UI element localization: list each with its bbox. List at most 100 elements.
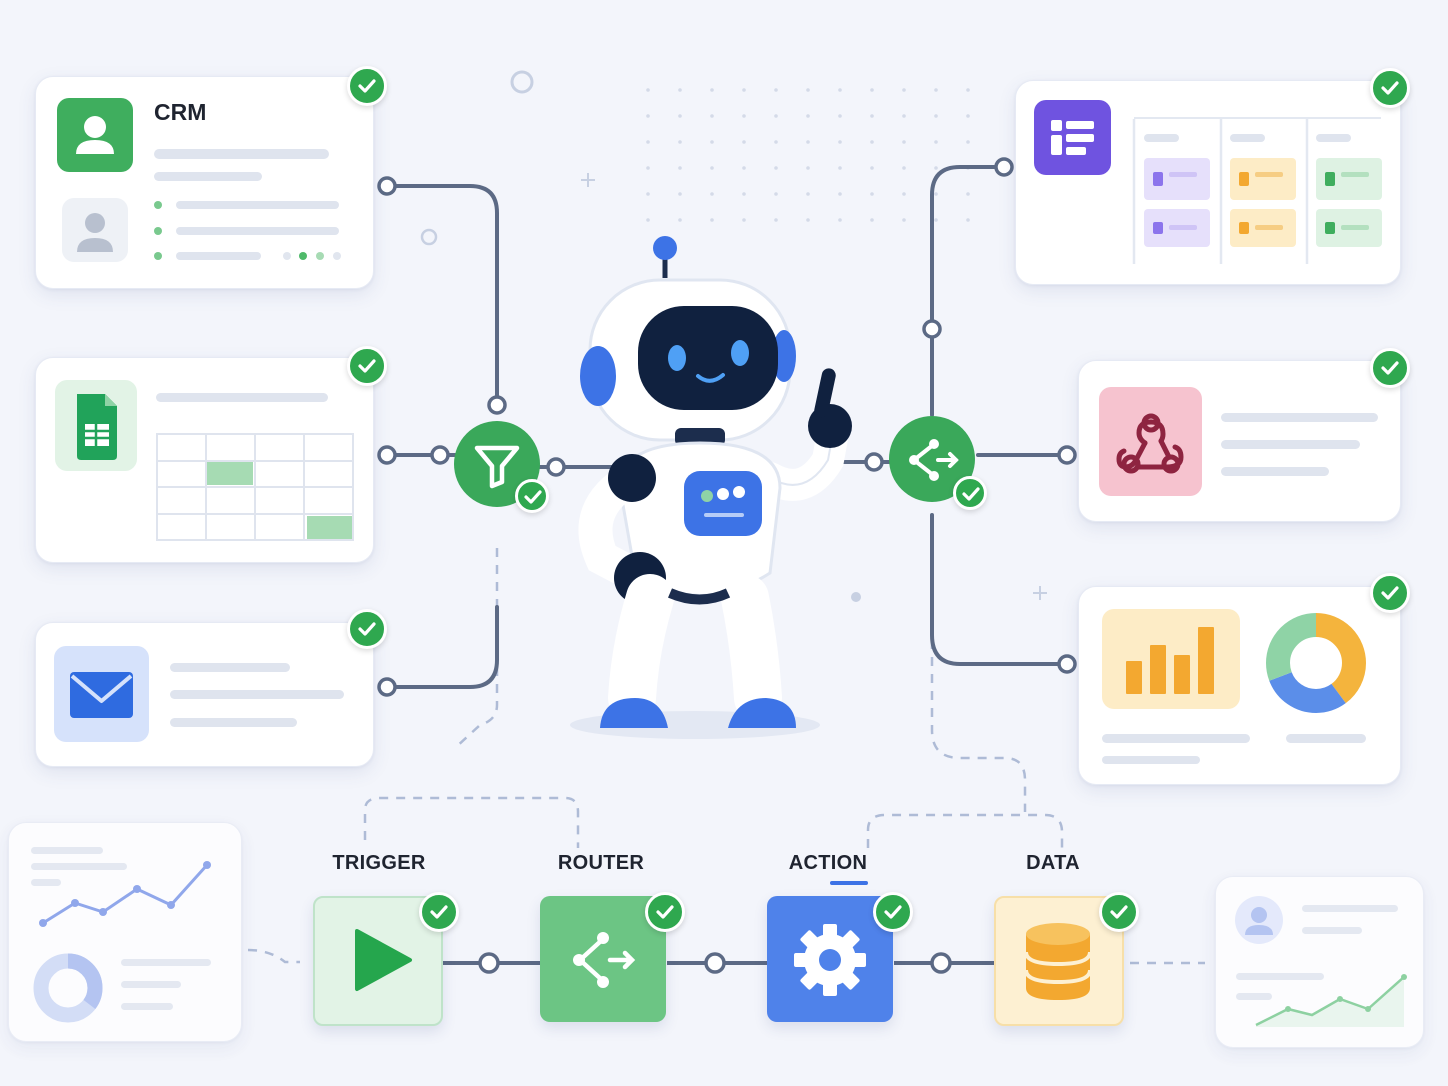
grid-dot xyxy=(742,114,746,118)
check-icon xyxy=(1370,68,1410,108)
text-placeholder xyxy=(1221,467,1329,476)
pager-dot xyxy=(333,252,341,260)
text-placeholder xyxy=(176,201,339,209)
grid-dot xyxy=(678,192,682,196)
grid-dot xyxy=(774,140,778,144)
spreadsheet-grid xyxy=(156,433,354,541)
background-dot-grid xyxy=(646,88,970,222)
grid-dot xyxy=(710,218,714,222)
text-placeholder xyxy=(156,393,328,402)
grid-dot xyxy=(646,218,650,222)
email-card[interactable] xyxy=(35,622,374,767)
text-placeholder xyxy=(1221,440,1360,449)
spreadsheet-card[interactable] xyxy=(35,357,374,563)
donut-chart-icon xyxy=(1266,613,1366,713)
text-placeholder xyxy=(31,863,127,870)
gear-icon xyxy=(794,924,866,996)
router-hub[interactable] xyxy=(888,415,978,505)
action-node[interactable] xyxy=(767,896,893,1022)
grid-dot xyxy=(934,166,938,170)
grid-dot xyxy=(966,192,970,196)
grid-dot xyxy=(710,88,714,92)
grid-dot xyxy=(838,114,842,118)
grid-dot xyxy=(838,192,842,196)
sparkline-icon xyxy=(1255,974,1407,1027)
avatar-icon xyxy=(1235,896,1283,944)
grid-dot xyxy=(966,218,970,222)
dashed-guides xyxy=(247,548,1205,965)
grid-dot xyxy=(870,88,874,92)
grid-dot xyxy=(838,166,842,170)
grid-dot xyxy=(870,166,874,170)
grid-dot xyxy=(870,114,874,118)
list-bullet xyxy=(154,252,162,260)
crm-title: CRM xyxy=(154,99,207,125)
grid-dot xyxy=(934,114,938,118)
grid-dot xyxy=(966,140,970,144)
grid-dot xyxy=(710,140,714,144)
pager-dot xyxy=(316,252,324,260)
grid-dot xyxy=(774,166,778,170)
split-icon xyxy=(573,932,636,988)
grid-dot xyxy=(678,88,682,92)
grid-dot xyxy=(678,166,682,170)
grid-dot xyxy=(902,88,906,92)
text-placeholder xyxy=(1102,756,1200,764)
grid-dot xyxy=(838,88,842,92)
line-chart-icon xyxy=(39,861,211,927)
donut-chart-icon xyxy=(33,953,103,1023)
grid-dot xyxy=(678,218,682,222)
text-placeholder xyxy=(170,663,290,672)
text-placeholder xyxy=(154,172,262,181)
grid-dot xyxy=(710,192,714,196)
check-icon xyxy=(347,66,387,106)
grid-dot xyxy=(806,88,810,92)
connector-ports xyxy=(377,157,1077,974)
grid-dot xyxy=(710,166,714,170)
decor-circle xyxy=(510,70,534,94)
pager-dot xyxy=(283,252,291,260)
crm-icon-tile xyxy=(57,98,133,172)
kanban-icon xyxy=(1051,120,1094,155)
webhook-icon xyxy=(1116,413,1184,474)
text-placeholder xyxy=(1221,413,1378,422)
grid-dot xyxy=(806,218,810,222)
kanban-card[interactable] xyxy=(1015,80,1401,285)
envelope-icon xyxy=(70,672,133,718)
text-placeholder xyxy=(1236,973,1324,980)
play-icon xyxy=(355,929,412,991)
grid-dot xyxy=(902,192,906,196)
grid-dot xyxy=(806,140,810,144)
check-icon xyxy=(1099,892,1139,932)
bar-chart-icon xyxy=(1126,627,1214,694)
grid-dot xyxy=(742,218,746,222)
text-placeholder xyxy=(1236,993,1272,1000)
grid-dot xyxy=(646,114,650,118)
step-label-trigger: TRIGGER xyxy=(332,852,426,874)
grid-dot xyxy=(774,192,778,196)
database-icon xyxy=(1024,923,1092,1000)
grid-dot xyxy=(870,140,874,144)
spreadsheet-icon xyxy=(77,394,117,460)
grid-dot xyxy=(646,140,650,144)
check-icon xyxy=(1370,573,1410,613)
background-stats-card xyxy=(8,822,242,1042)
grid-dot xyxy=(934,218,938,222)
grid-dot xyxy=(934,88,938,92)
analytics-card[interactable] xyxy=(1078,586,1401,785)
filter-icon xyxy=(474,445,520,489)
crm-card[interactable]: CRM xyxy=(35,76,374,289)
grid-dot xyxy=(774,218,778,222)
grid-dot xyxy=(838,218,842,222)
text-placeholder xyxy=(121,981,181,988)
text-placeholder xyxy=(31,847,103,854)
email-icon-tile xyxy=(54,646,149,742)
grid-dot xyxy=(966,114,970,118)
trigger-node[interactable] xyxy=(313,896,443,1026)
check-icon xyxy=(419,892,459,932)
bar-chart-tile xyxy=(1102,609,1240,709)
text-placeholder xyxy=(121,1003,173,1010)
avatar-placeholder xyxy=(62,198,128,262)
webhook-card[interactable] xyxy=(1078,360,1401,522)
